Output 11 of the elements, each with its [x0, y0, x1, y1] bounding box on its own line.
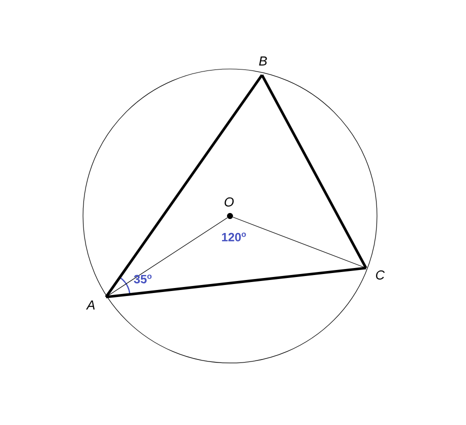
segment	[232, 216, 366, 268]
angle-label: 120$^{o}$	[222, 232, 246, 242]
point-label: O	[224, 197, 234, 207]
segment	[106, 266, 366, 298]
point-label: A	[86, 300, 95, 310]
segment	[106, 217, 228, 298]
point-label: B	[259, 56, 267, 66]
segment	[260, 74, 368, 269]
point-label: C	[376, 270, 385, 280]
segment	[104, 74, 264, 298]
angle-label: 35$^{o}$	[134, 274, 152, 284]
